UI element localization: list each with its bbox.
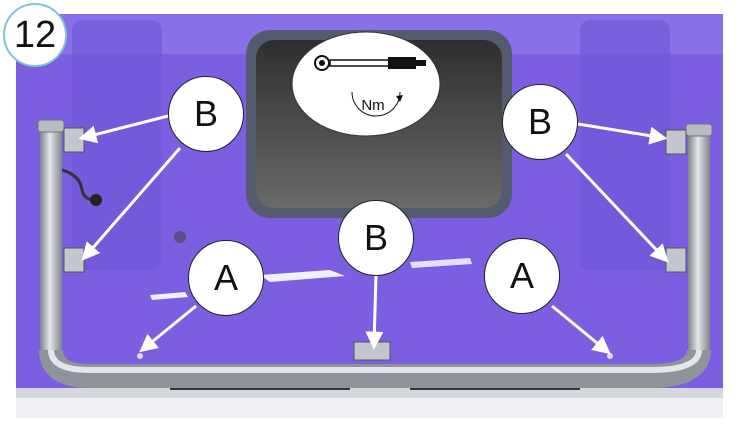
bumper-rail-left	[40, 124, 62, 354]
torque-unit-label: Nm	[361, 97, 384, 114]
bracket-top-left	[63, 127, 85, 153]
torque-wrench-icon	[314, 55, 426, 71]
bracket-bottom-right	[665, 247, 687, 273]
callout-b-right: B	[502, 84, 578, 160]
bracket-bottom-left	[63, 247, 85, 273]
bumper-rail-right	[688, 128, 710, 354]
bracket-center	[353, 341, 391, 361]
bracket-top-right	[665, 129, 687, 155]
callout-b-center: B	[338, 200, 414, 276]
rotation-icon	[351, 91, 403, 117]
torque-spec-bubble	[291, 31, 441, 137]
callout-a-left: A	[188, 240, 264, 316]
callout-a-right: A	[484, 238, 560, 314]
step-number-badge: 12	[3, 3, 67, 67]
callout-b-left: B	[168, 76, 244, 152]
callout-arrows	[78, 114, 669, 355]
